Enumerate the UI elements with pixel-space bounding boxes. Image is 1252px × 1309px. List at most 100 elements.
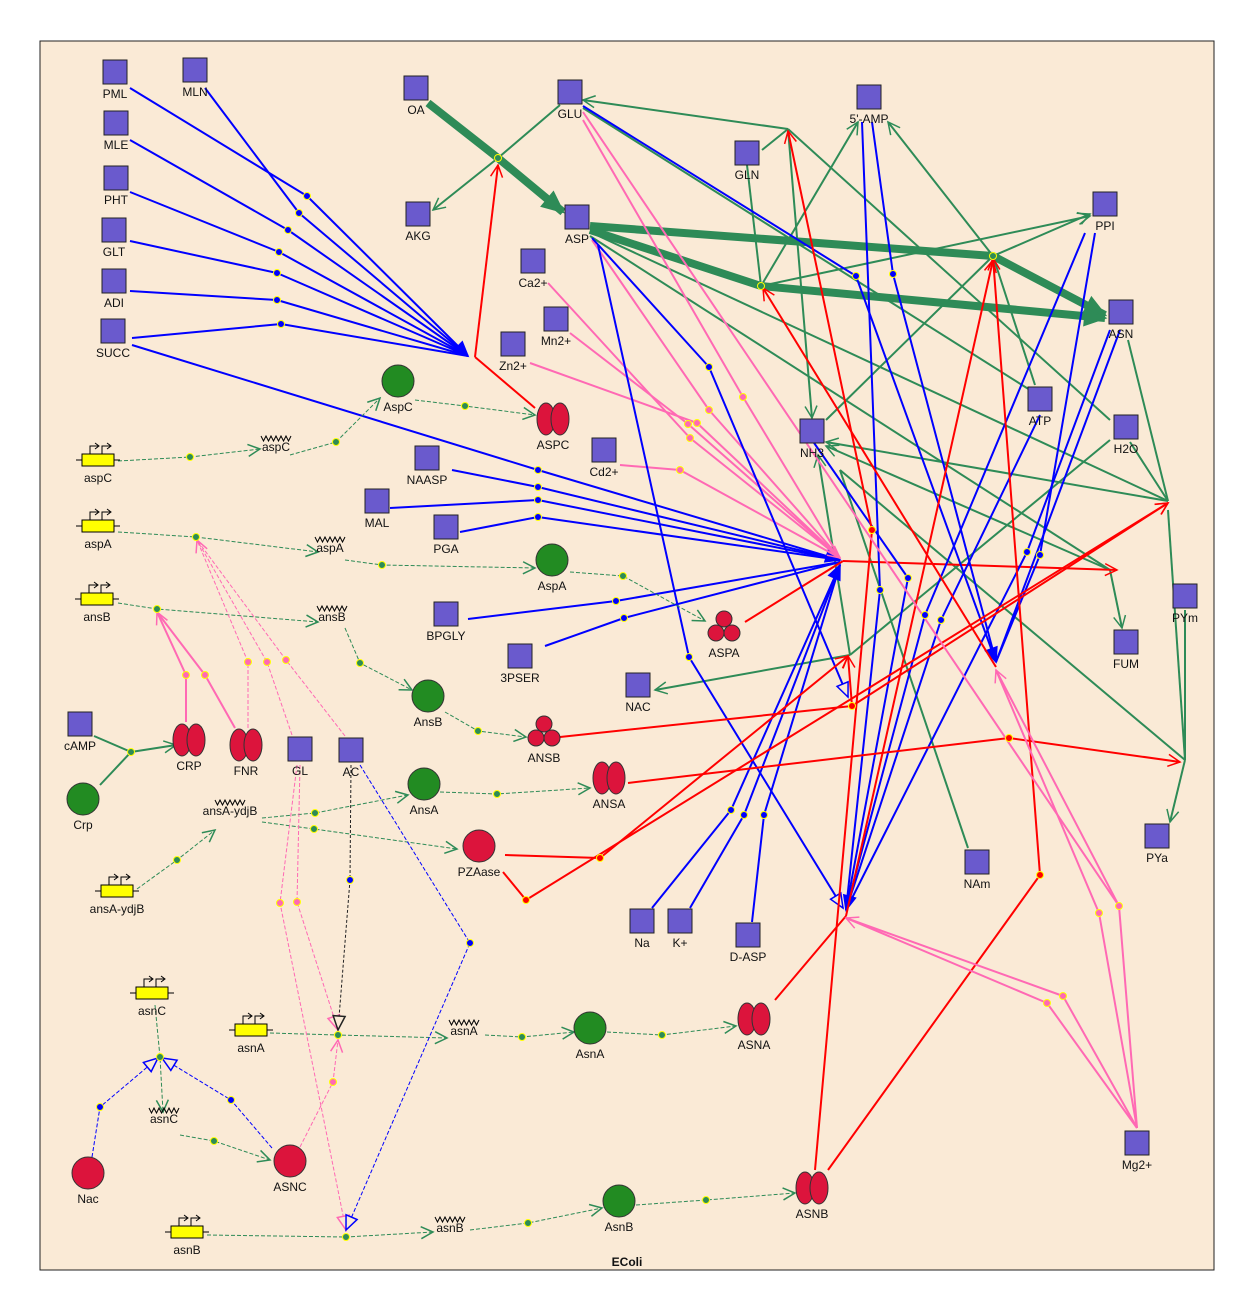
reaction-junction[interactable] bbox=[127, 748, 135, 756]
interaction-edge[interactable] bbox=[582, 111, 1120, 907]
mrna-asnb[interactable]: asnB bbox=[434, 1215, 466, 1235]
reaction-junction[interactable] bbox=[1036, 551, 1044, 559]
reaction-junction[interactable] bbox=[534, 466, 542, 474]
reaction-junction[interactable] bbox=[276, 899, 284, 907]
gene-asnb[interactable]: asnB bbox=[165, 1214, 209, 1257]
reaction-junction[interactable] bbox=[466, 939, 474, 947]
complex-aspa[interactable]: ASPA bbox=[707, 610, 741, 660]
mrna-aspc[interactable]: aspC bbox=[260, 434, 292, 454]
reaction-junction[interactable] bbox=[273, 269, 281, 277]
reaction-junction[interactable] bbox=[534, 496, 542, 504]
interaction-edge[interactable] bbox=[654, 654, 851, 691]
species-adi[interactable]: ADI bbox=[101, 268, 127, 310]
species-pya[interactable]: PYa bbox=[1144, 823, 1170, 865]
reaction-junction[interactable] bbox=[705, 363, 713, 371]
interaction-edge[interactable] bbox=[469, 1207, 603, 1231]
species-succ[interactable]: SUCC bbox=[96, 318, 130, 360]
reaction-junction[interactable] bbox=[186, 453, 194, 461]
protein-aspa[interactable]: AspA bbox=[535, 543, 569, 593]
gene-asna[interactable]: asnA bbox=[229, 1012, 273, 1055]
interaction-edge[interactable] bbox=[179, 1134, 271, 1161]
species-akg[interactable]: AKG bbox=[405, 201, 431, 243]
reaction-junction[interactable] bbox=[612, 597, 620, 605]
interaction-edge[interactable] bbox=[761, 128, 789, 151]
species-h2o[interactable]: H2O bbox=[1113, 414, 1139, 456]
interaction-edge[interactable] bbox=[432, 157, 499, 211]
reaction-junction[interactable] bbox=[620, 614, 628, 622]
reaction-junction[interactable] bbox=[1059, 992, 1067, 1000]
reaction-junction[interactable] bbox=[96, 1103, 104, 1111]
species-asn[interactable]: ASN bbox=[1108, 299, 1134, 341]
interaction-edge[interactable] bbox=[746, 164, 762, 287]
reaction-junction[interactable] bbox=[329, 1078, 337, 1086]
reaction-junction[interactable] bbox=[848, 702, 856, 710]
interaction-edge[interactable] bbox=[995, 329, 1121, 663]
reaction-junction[interactable] bbox=[275, 248, 283, 256]
interaction-edge[interactable] bbox=[261, 794, 409, 819]
protein-nac[interactable]: Nac bbox=[71, 1156, 105, 1206]
species-dasp[interactable]: D-ASP bbox=[730, 922, 767, 964]
reaction-junction[interactable] bbox=[760, 811, 768, 819]
interaction-edge[interactable] bbox=[1127, 339, 1169, 502]
reaction-junction[interactable] bbox=[210, 1137, 218, 1145]
reaction-junction[interactable] bbox=[263, 658, 271, 666]
species-amp[interactable]: 5'-AMP bbox=[850, 84, 889, 126]
reaction-junction[interactable] bbox=[1023, 548, 1031, 556]
gene-ansa[interactable]: ansA-ydjB bbox=[90, 873, 145, 916]
reaction-junction[interactable] bbox=[852, 272, 860, 280]
interaction-edge[interactable] bbox=[589, 231, 1169, 502]
species-nam[interactable]: NAm bbox=[964, 849, 991, 891]
interaction-edge[interactable] bbox=[582, 99, 789, 130]
reaction-junction[interactable] bbox=[182, 671, 190, 679]
reaction-junction[interactable] bbox=[921, 611, 929, 619]
interaction-edge[interactable] bbox=[845, 259, 994, 917]
protein-ansa[interactable]: AnsA bbox=[407, 767, 441, 817]
interaction-edge[interactable] bbox=[474, 164, 499, 358]
species-camp[interactable]: cAMP bbox=[64, 711, 96, 753]
reaction-junction[interactable] bbox=[658, 1031, 666, 1039]
species-mg[interactable]: Mg2+ bbox=[1122, 1130, 1152, 1172]
reaction-junction[interactable] bbox=[1043, 999, 1051, 1007]
species-pym[interactable]: PYm bbox=[1172, 583, 1198, 625]
reaction-junction[interactable] bbox=[310, 825, 318, 833]
interaction-edge[interactable] bbox=[787, 128, 813, 419]
interaction-edge[interactable] bbox=[762, 287, 997, 668]
interaction-edge[interactable] bbox=[289, 397, 381, 456]
reaction-junction[interactable] bbox=[876, 586, 884, 594]
protein-asnc[interactable]: ASNC bbox=[273, 1144, 307, 1194]
reaction-junction[interactable] bbox=[904, 574, 912, 582]
reaction-junction[interactable] bbox=[295, 209, 303, 217]
species-pser[interactable]: 3PSER bbox=[500, 643, 540, 685]
reaction-junction[interactable] bbox=[303, 192, 311, 200]
reaction-junction[interactable] bbox=[342, 1233, 350, 1241]
interaction-edge[interactable] bbox=[1167, 509, 1186, 761]
species-pml[interactable]: PML bbox=[102, 59, 128, 101]
protein-asnb[interactable]: AsnB bbox=[602, 1184, 636, 1234]
species-gln[interactable]: GLN bbox=[734, 140, 760, 182]
reaction-junction[interactable] bbox=[534, 513, 542, 521]
reaction-junction[interactable] bbox=[693, 419, 701, 427]
reaction-junction[interactable] bbox=[282, 656, 290, 664]
reaction-junction[interactable] bbox=[494, 154, 502, 162]
complex-ansb[interactable]: ANSB bbox=[527, 715, 561, 765]
interaction-edge[interactable] bbox=[196, 539, 293, 736]
interaction-edge[interactable] bbox=[842, 560, 1118, 571]
reaction-junction[interactable] bbox=[192, 533, 200, 541]
interaction-edge[interactable] bbox=[582, 107, 1031, 391]
gene-ansb[interactable]: ansB bbox=[75, 581, 119, 624]
species-pht[interactable]: PHT bbox=[103, 165, 129, 207]
interaction-edge[interactable] bbox=[635, 1192, 796, 1206]
complex-fnr[interactable]: FNR bbox=[229, 728, 263, 778]
mrna-aspa[interactable]: aspA bbox=[314, 535, 346, 555]
interaction-edge[interactable] bbox=[825, 441, 1169, 502]
reaction-junction[interactable] bbox=[346, 876, 354, 884]
interaction-edge[interactable] bbox=[1169, 759, 1186, 823]
species-asp[interactable]: ASP bbox=[564, 204, 590, 246]
reaction-junction[interactable] bbox=[596, 854, 604, 862]
reaction-junction[interactable] bbox=[244, 658, 252, 666]
species-pga[interactable]: PGA bbox=[433, 514, 459, 556]
protein-asna[interactable]: AsnA bbox=[573, 1011, 607, 1061]
reaction-junction[interactable] bbox=[937, 616, 945, 624]
species-ca[interactable]: Ca2+ bbox=[518, 248, 548, 290]
reaction-junction[interactable] bbox=[493, 790, 501, 798]
